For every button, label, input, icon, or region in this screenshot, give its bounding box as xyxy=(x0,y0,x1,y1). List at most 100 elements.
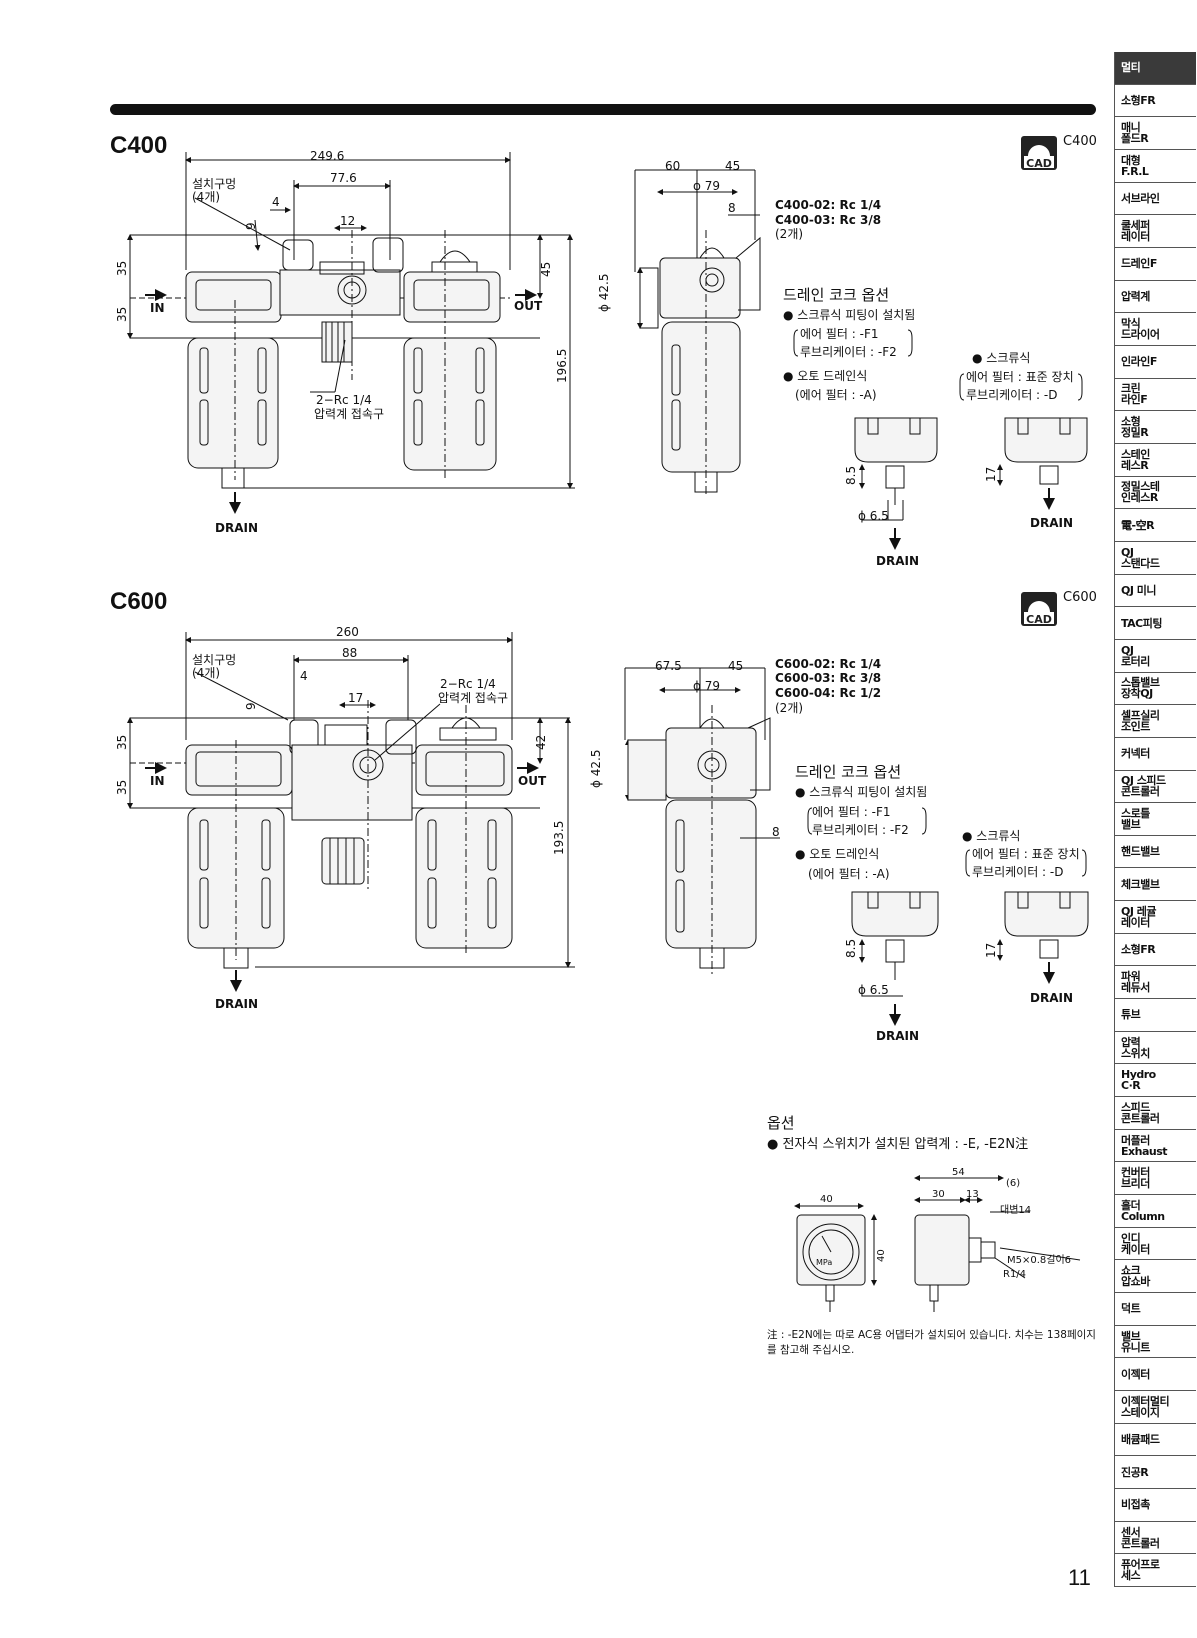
option-note: 注 : -E2N에는 따로 AC용 어댑터가 설치되어 있습니다. 치수는 13… xyxy=(767,1329,1096,1356)
drain-option-title: 드레인 코크 옵션 xyxy=(783,286,889,304)
cad-icon[interactable]: CAD xyxy=(1021,136,1057,170)
label-port: 2−Rc 1/4 xyxy=(440,677,496,691)
drain-opt-b1: ● 스크류식 피팅이 설치됨 xyxy=(795,785,927,799)
sidebar-item[interactable]: 셀프실리 조인트 xyxy=(1114,705,1196,738)
drain-opt-b2a: (에어 필터 : -A) xyxy=(808,867,890,881)
label-out: OUT xyxy=(514,299,543,313)
sidebar-item[interactable]: QJ 스피드 콘트롤러 xyxy=(1114,770,1196,804)
sidebar-item[interactable]: 소형FR xyxy=(1114,933,1196,967)
dim-4: 4 xyxy=(272,195,280,209)
c400-side-view xyxy=(634,169,1088,550)
cad-icon[interactable]: CAD xyxy=(1021,592,1057,626)
option-gauge-drawing xyxy=(794,1175,1081,1312)
c400-front-view xyxy=(127,152,575,514)
drain-opt-b1b: 루브리케이터 : -F2 xyxy=(812,823,909,837)
sidebar-item[interactable]: 비접촉 xyxy=(1114,1489,1196,1522)
sidebar-item[interactable]: 쿨세퍼 레이터 xyxy=(1114,215,1196,248)
sidebar-item[interactable]: 매니 폴드R xyxy=(1114,117,1196,150)
sidebar-item[interactable]: 커넥터 xyxy=(1114,737,1196,771)
label-out: OUT xyxy=(518,774,547,788)
sidebar-item[interactable]: 정밀스테 인레스R xyxy=(1114,476,1196,510)
sidebar-item[interactable]: 덕트 xyxy=(1114,1293,1196,1326)
sidebar-item[interactable]: 電-空R xyxy=(1114,509,1196,542)
drain-opt-b1b: 루브리케이터 : -F2 xyxy=(800,345,897,359)
sidebar-item[interactable]: 핸드밸브 xyxy=(1114,835,1196,869)
sidebar-item[interactable]: 멀티 xyxy=(1114,52,1196,85)
sidebar-item[interactable]: 센서 콘트롤러 xyxy=(1114,1521,1196,1555)
sidebar-item[interactable]: Hydro C·R xyxy=(1114,1064,1196,1098)
sidebar-item[interactable]: 배큠패드 xyxy=(1114,1423,1196,1457)
label-drain: DRAIN xyxy=(876,1029,919,1043)
port-spec-b: C400-03: Rc 3/8 xyxy=(775,213,881,227)
dim-35b: 35 xyxy=(115,780,129,795)
sidebar-item[interactable]: 소형 정밀R xyxy=(1114,411,1196,444)
dim-40a: 40 xyxy=(820,1194,833,1205)
sidebar-item[interactable]: QJ 로터리 xyxy=(1114,639,1196,673)
sidebar-item[interactable]: 이젝터 xyxy=(1114,1358,1196,1392)
label-port2: 압력계 접속구 xyxy=(438,691,508,705)
dim-35a: 35 xyxy=(115,261,129,276)
sidebar-item[interactable]: 스테인 레스R xyxy=(1114,443,1196,477)
dim-mid-c600: 88 xyxy=(342,646,357,660)
sidebar-item[interactable]: 드레인F xyxy=(1114,247,1196,281)
sidebar-item[interactable]: 진공R xyxy=(1114,1456,1196,1490)
sidebar-item[interactable]: QJ 레귤 레이터 xyxy=(1114,901,1196,934)
port-spec-a: C400-02: Rc 1/4 xyxy=(775,198,881,212)
port-spec-n: (2개) xyxy=(775,227,803,241)
sidebar-item[interactable]: 튜브 xyxy=(1114,999,1196,1032)
sidebar-item[interactable]: 이젝터멀티 스테이지 xyxy=(1114,1391,1196,1424)
sidebar-item[interactable]: 소형FR xyxy=(1114,84,1196,118)
sidebar-item[interactable]: 홀더 Column xyxy=(1114,1195,1196,1228)
sidebar-item[interactable]: 머플러 Exhaust xyxy=(1114,1129,1196,1163)
drain-opt-b3: ● 스크류식 xyxy=(972,351,1030,365)
sidebar-item[interactable]: 쇼크 압쇼바 xyxy=(1114,1260,1196,1294)
c600-front-view xyxy=(127,632,575,992)
option-bullet: ● 전자식 스위치가 설치된 압력계 : -E, -E2N注 xyxy=(767,1137,1029,1152)
sidebar-item[interactable]: 파워 레듀서 xyxy=(1114,966,1196,1000)
sidebar-item[interactable]: 서브라인 xyxy=(1114,182,1196,216)
cad-tag-c400: C400 xyxy=(1063,134,1097,149)
sidebar-item[interactable]: 스피드 콘트롤러 xyxy=(1114,1097,1196,1130)
port-spec-a: C600-02: Rc 1/4 xyxy=(775,657,881,671)
sidebar-item[interactable]: 크린 라인F xyxy=(1114,378,1196,412)
sidebar-item[interactable]: QJ 스탠다드 xyxy=(1114,541,1196,575)
drain-opt-b3b: 루브리케이터 : -D xyxy=(972,865,1063,879)
dim-54: 54 xyxy=(952,1167,965,1178)
port-spec-n: (2개) xyxy=(775,701,803,715)
sidebar-item[interactable]: 스톱밸브 장착QJ xyxy=(1114,672,1196,706)
sidebar-item[interactable]: TAC피팅 xyxy=(1114,607,1196,640)
label-mount-hole: 설치구멍(4개) xyxy=(192,177,236,204)
dim-m5: M5×0.8길이6 xyxy=(1007,1253,1071,1266)
sidebar-item[interactable]: 컨버터 브리더 xyxy=(1114,1162,1196,1196)
dim-35b: 35 xyxy=(115,307,129,322)
header-rule xyxy=(110,104,1096,115)
label-drain: DRAIN xyxy=(215,521,258,535)
sidebar-item[interactable]: 대형 F.R.L xyxy=(1114,149,1196,183)
page-number: 11 xyxy=(1068,1565,1091,1590)
sidebar-item[interactable]: 인디 케이터 xyxy=(1114,1227,1196,1261)
label-drain: DRAIN xyxy=(876,554,919,568)
sidebar-item[interactable]: QJ 미니 xyxy=(1114,574,1196,608)
drain-opt-b3a: 에어 필터 : 표준 장치 xyxy=(972,847,1080,861)
dim-mid-c400: 77.6 xyxy=(330,171,357,185)
cad-logo-text: CAD xyxy=(1026,613,1052,626)
drain-opt-b3: ● 스크류식 xyxy=(962,829,1020,843)
port-spec-b: C600-03: Rc 3/8 xyxy=(775,671,881,685)
drain-opt-b1a: 에어 필터 : -F1 xyxy=(800,327,879,341)
dim-40b: 40 xyxy=(876,1249,887,1262)
sidebar-item[interactable]: 인라인F xyxy=(1114,345,1196,379)
dim-6: (6) xyxy=(1006,1178,1020,1189)
sidebar-item[interactable]: 체크밸브 xyxy=(1114,868,1196,902)
sidebar-item[interactable]: 압력 스위치 xyxy=(1114,1031,1196,1065)
sidebar-item[interactable]: 퓨어프로 세스 xyxy=(1114,1554,1196,1587)
drain-opt-b3a: 에어 필터 : 표준 장치 xyxy=(966,370,1074,384)
dim-13: 13 xyxy=(966,1189,979,1200)
label-mount-hole: 설치구멍(4개) xyxy=(192,653,236,680)
sidebar-item[interactable]: 압력계 xyxy=(1114,280,1196,314)
sidebar-item[interactable]: 밸브 유니트 xyxy=(1114,1325,1196,1359)
sidebar-item[interactable]: 스로틀 밸브 xyxy=(1114,803,1196,836)
dim-phi6-5: ϕ 6.5 xyxy=(858,983,889,997)
sidebar-item[interactable]: 막식 드라이어 xyxy=(1114,313,1196,346)
section-title-c600: C600 xyxy=(110,588,168,615)
